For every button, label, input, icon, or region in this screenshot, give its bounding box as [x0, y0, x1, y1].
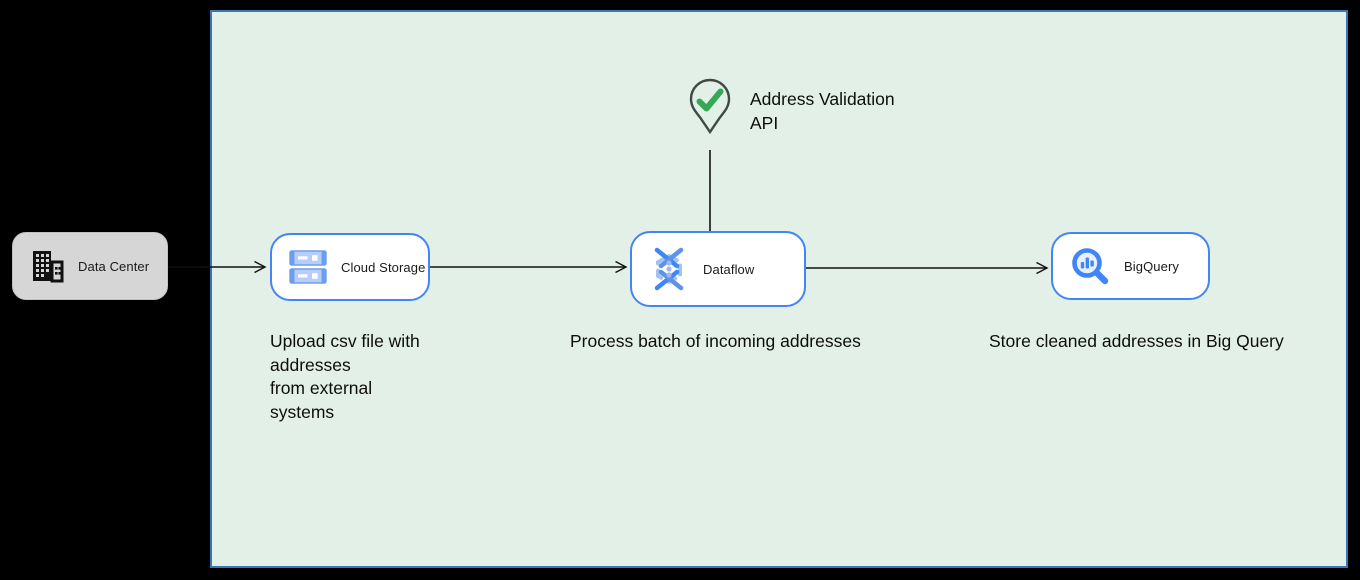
map-pin-check-icon[interactable]: [686, 76, 734, 136]
label-store-cleaned: Store cleaned addresses in Big Query: [989, 331, 1284, 351]
node-bigquery[interactable]: BigQuery: [1051, 232, 1210, 300]
node-label: BigQuery: [1124, 258, 1179, 274]
cloud-storage-icon: [289, 250, 327, 284]
label-process-batch: Process batch of incoming addresses: [570, 331, 861, 351]
label-upload-csv: Upload csv file with addresses from exte…: [270, 331, 420, 422]
node-label: Data Center: [78, 258, 150, 274]
node-label: Cloud Storage: [341, 259, 426, 275]
label-address-validation-api: Address Validation API: [750, 89, 895, 133]
dataflow-icon: [649, 247, 689, 291]
node-label: Dataflow: [703, 261, 755, 277]
building-icon: [30, 248, 64, 284]
node-cloud-storage[interactable]: Cloud Storage: [270, 233, 430, 301]
node-data-center[interactable]: Data Center: [12, 232, 168, 300]
node-dataflow[interactable]: Dataflow: [630, 231, 806, 307]
bigquery-magnifier-icon: [1070, 246, 1110, 286]
